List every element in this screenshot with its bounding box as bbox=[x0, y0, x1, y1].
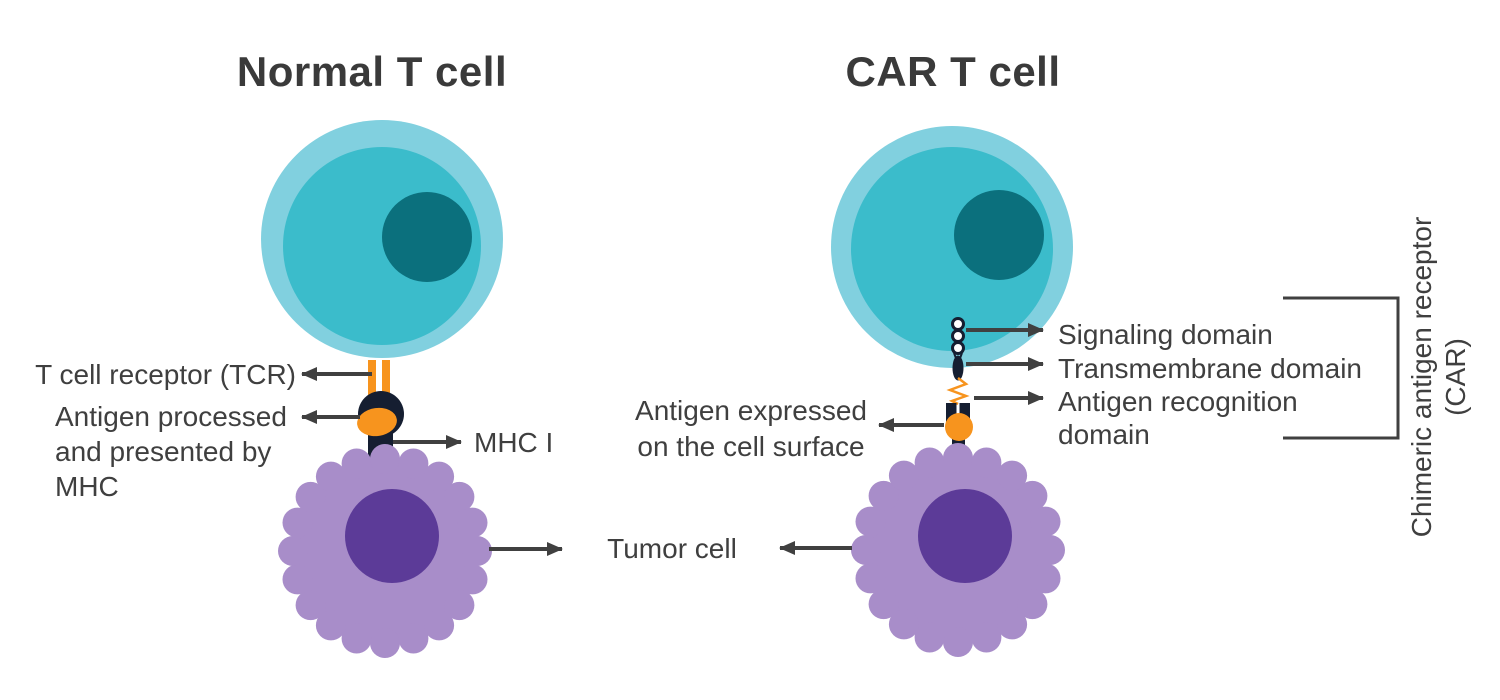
surface-antigen bbox=[945, 413, 973, 441]
tcr-bar-right bbox=[382, 360, 390, 404]
tumor-nucleus-right bbox=[918, 489, 1012, 583]
normal-t-cell bbox=[261, 120, 503, 358]
presented-antigen-label-line3: MHC bbox=[55, 471, 119, 502]
recognition-label-line2: domain bbox=[1058, 419, 1150, 450]
tcr-label: T cell receptor (TCR) bbox=[35, 359, 296, 390]
car-bracket-label-line1: Chimeric antigen receptor bbox=[1406, 217, 1437, 538]
signaling-ring-3 bbox=[951, 341, 965, 355]
mhc-label: MHC I bbox=[474, 427, 553, 458]
presented-antigen-label-line2: and presented by bbox=[55, 436, 271, 467]
presented-antigen bbox=[357, 407, 397, 437]
tumor-cell-left bbox=[278, 444, 492, 658]
tumor-nucleus-left bbox=[345, 489, 439, 583]
transmembrane-domain bbox=[952, 355, 964, 381]
linker-zigzag bbox=[946, 377, 970, 406]
t-cell-nucleus bbox=[382, 192, 472, 282]
presented-antigen-label-line1: Antigen processed bbox=[55, 401, 287, 432]
surface-antigen-label-line1: Antigen expressed bbox=[635, 395, 867, 426]
car-t-cell-title: CAR T cell bbox=[845, 48, 1060, 95]
car-t-cell-nucleus bbox=[954, 190, 1044, 280]
normal-t-cell-title: Normal T cell bbox=[237, 48, 507, 95]
tcr-bar-left bbox=[368, 360, 376, 404]
recognition-label-line1: Antigen recognition bbox=[1058, 386, 1298, 417]
car-t-cell bbox=[831, 126, 1073, 368]
signaling-label: Signaling domain bbox=[1058, 319, 1273, 350]
car-bracket bbox=[1283, 296, 1400, 440]
signaling-ring-2 bbox=[951, 329, 965, 343]
car-bracket-label-line2: (CAR) bbox=[1440, 338, 1471, 416]
tumor-cell-label: Tumor cell bbox=[607, 533, 737, 564]
signaling-ring-1 bbox=[951, 317, 965, 331]
transmembrane-label: Transmembrane domain bbox=[1058, 353, 1362, 384]
surface-antigen-label-line2: on the cell surface bbox=[637, 431, 864, 462]
